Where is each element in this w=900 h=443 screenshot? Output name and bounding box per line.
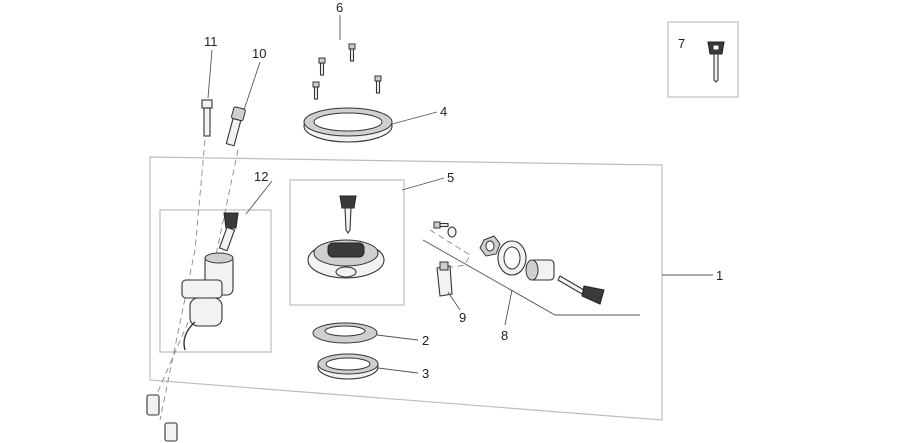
leader-lines [207, 15, 713, 374]
ignition-switch-frame [159, 209, 272, 353]
guide-line-bolt [159, 139, 206, 421]
callout-11: 11 [204, 34, 218, 49]
callout-1: 1 [716, 268, 723, 283]
pin-icon [225, 106, 246, 147]
callout-6: 6 [336, 0, 343, 15]
callout-7: 7 [678, 36, 685, 51]
key-icon [707, 41, 725, 83]
gasket-ring-icon [303, 107, 393, 143]
callout-9: 9 [459, 310, 466, 325]
key-frame [667, 21, 739, 98]
callout-12: 12 [254, 169, 268, 184]
connector-icon [146, 394, 178, 442]
flange-ring-icon [312, 322, 378, 344]
callout-4: 4 [440, 104, 447, 119]
callout-8: 8 [501, 328, 508, 343]
callout-3: 3 [422, 366, 429, 381]
callout-10: 10 [252, 46, 266, 61]
seal-ring-icon [317, 353, 379, 380]
latch-icon [436, 261, 453, 297]
fuel-cap-icon [307, 195, 385, 279]
guide-line-lock [429, 229, 471, 269]
fuel-cap-frame [289, 179, 405, 306]
callout-5: 5 [447, 170, 454, 185]
bolt-icon [201, 99, 213, 137]
main-assembly-frame [149, 156, 663, 421]
callout-2: 2 [422, 333, 429, 348]
screw-group-icon [312, 43, 382, 100]
ignition-switch-icon [181, 212, 239, 351]
seat-lock-icon [433, 221, 605, 305]
